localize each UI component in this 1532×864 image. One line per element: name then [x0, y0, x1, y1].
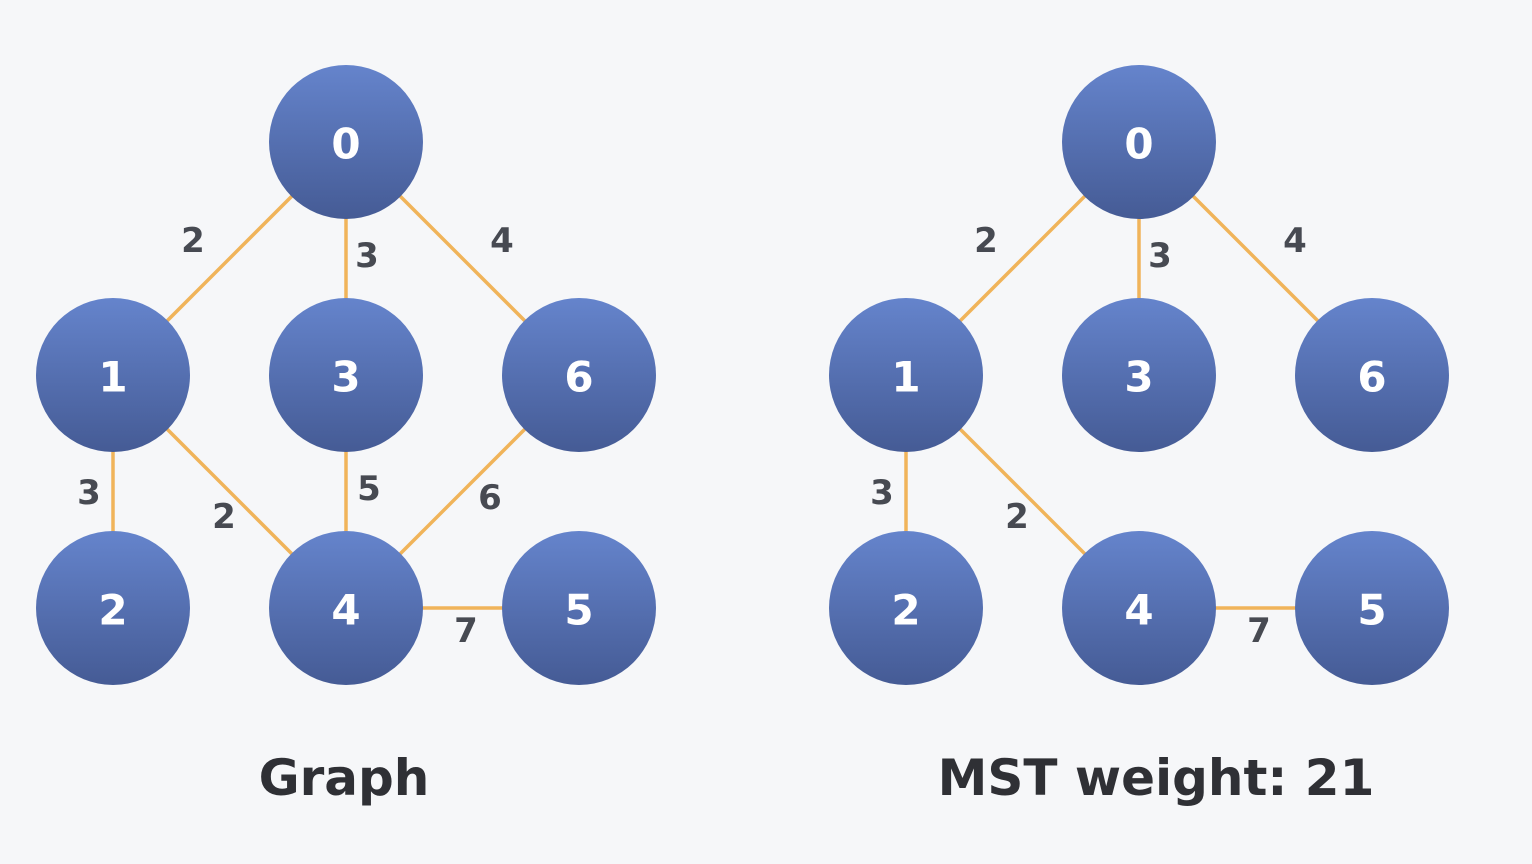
node-label: 5 [564, 586, 593, 635]
edge-weight-label: 3 [77, 473, 101, 513]
node-label: 3 [1124, 353, 1153, 402]
node-label: 0 [1124, 120, 1153, 169]
node-graph-2: 2 [36, 531, 190, 685]
node-circle [269, 65, 423, 219]
node-circle [36, 531, 190, 685]
node-circle [829, 531, 983, 685]
edge-weight-label: 4 [1283, 221, 1307, 261]
node-mst-0: 0 [1062, 65, 1216, 219]
node-graph-1: 1 [36, 298, 190, 452]
node-label: 4 [331, 586, 360, 635]
node-label: 1 [98, 353, 127, 402]
node-circle [269, 298, 423, 452]
node-mst-4: 4 [1062, 531, 1216, 685]
edge-weight-label: 5 [357, 469, 381, 509]
node-circle [269, 531, 423, 685]
node-label: 6 [1357, 353, 1386, 402]
node-mst-3: 3 [1062, 298, 1216, 452]
edge-weight-label: 2 [181, 221, 205, 261]
node-circle [36, 298, 190, 452]
node-label: 0 [331, 120, 360, 169]
node-mst-2: 2 [829, 531, 983, 685]
node-circle [1062, 531, 1216, 685]
node-graph-4: 4 [269, 531, 423, 685]
node-label: 4 [1124, 586, 1153, 635]
node-circle [1295, 531, 1449, 685]
node-circle [502, 298, 656, 452]
node-label: 2 [891, 586, 920, 635]
edge-weight-label: 4 [490, 221, 514, 261]
node-circle [1062, 298, 1216, 452]
edge-weight-label: 2 [974, 221, 998, 261]
node-mst-6: 6 [1295, 298, 1449, 452]
node-label: 1 [891, 353, 920, 402]
node-graph-3: 3 [269, 298, 423, 452]
node-graph-0: 0 [269, 65, 423, 219]
node-label: 5 [1357, 586, 1386, 635]
node-circle [502, 531, 656, 685]
node-label: 6 [564, 353, 593, 402]
node-mst-1: 1 [829, 298, 983, 452]
panel-caption-mst: MST weight: 21 [938, 749, 1375, 807]
panel-caption-graph: Graph [259, 749, 430, 807]
node-label: 3 [331, 353, 360, 402]
node-circle [1295, 298, 1449, 452]
edge-weight-label: 3 [870, 473, 894, 513]
edge-weight-label: 2 [212, 497, 236, 537]
edge-weight-label: 3 [1148, 236, 1172, 276]
node-graph-5: 5 [502, 531, 656, 685]
edge-weight-label: 7 [454, 611, 478, 651]
node-label: 2 [98, 586, 127, 635]
edge-weight-label: 3 [355, 236, 379, 276]
edge-weight-label: 6 [478, 478, 502, 518]
node-mst-5: 5 [1295, 531, 1449, 685]
edge-weight-label: 2 [1005, 497, 1029, 537]
edge-weight-label: 7 [1247, 611, 1271, 651]
node-circle [1062, 65, 1216, 219]
node-graph-6: 6 [502, 298, 656, 452]
node-circle [829, 298, 983, 452]
